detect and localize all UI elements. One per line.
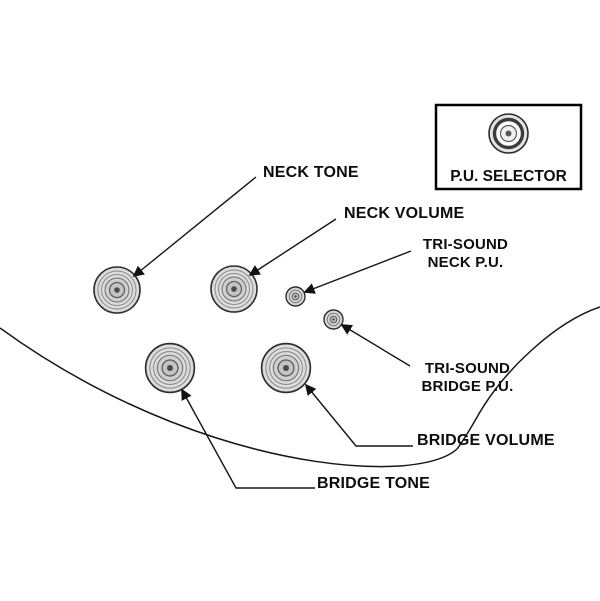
tri-sound-neck-arrow — [303, 250, 412, 294]
tri-sound-bridge-label-line1: TRI-SOUND — [424, 360, 511, 377]
tri-sound-bridge-switch — [323, 309, 344, 330]
tri-sound-bridge-label: TRI-SOUND BRIDGE P.U. — [410, 360, 525, 395]
tri-sound-neck-label-line2: NECK P.U. — [427, 253, 504, 271]
bridge-volume-arrow — [304, 383, 413, 447]
tri-sound-neck-switch — [285, 286, 306, 307]
pu-selector-knob-icon — [488, 113, 529, 154]
bridge-tone-knob — [144, 342, 196, 394]
neck-tone-arrow — [132, 176, 257, 278]
bridge-tone-arrow — [181, 388, 315, 489]
neck-tone-label: NECK TONE — [263, 164, 359, 181]
tri-sound-neck-label-line1: TRI-SOUND — [422, 236, 509, 253]
tri-sound-neck-label: TRI-SOUND NECK P.U. — [413, 236, 518, 271]
neck-volume-label: NECK VOLUME — [344, 205, 465, 222]
tri-sound-bridge-arrow — [340, 324, 411, 367]
guitar-body-edge-left — [0, 327, 458, 468]
neck-volume-arrow — [248, 218, 337, 276]
pu-selector-label: P.U. SELECTOR — [450, 168, 567, 185]
bridge-tone-label: BRIDGE TONE — [317, 475, 431, 492]
guitar-body-edge-right — [456, 306, 600, 450]
bridge-volume-knob — [260, 342, 312, 394]
neck-volume-knob — [210, 265, 258, 313]
tri-sound-bridge-label-line2: BRIDGE P.U. — [421, 377, 514, 395]
bridge-volume-label: BRIDGE VOLUME — [417, 432, 555, 449]
neck-tone-knob — [93, 266, 141, 314]
